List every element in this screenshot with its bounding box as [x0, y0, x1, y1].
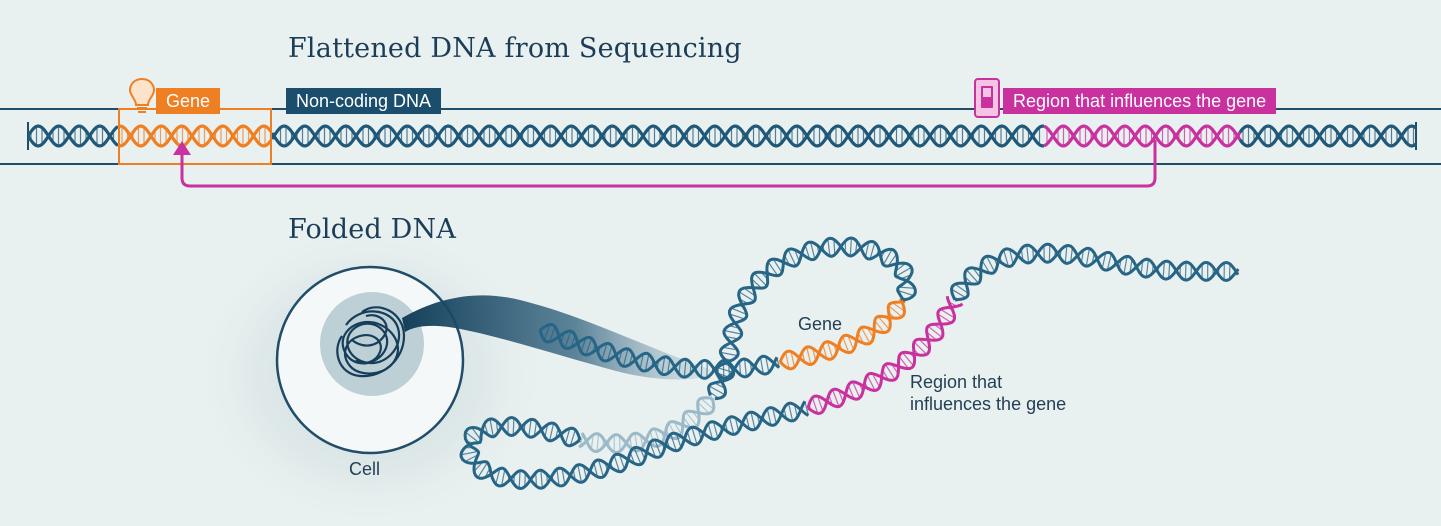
gene-tag: Gene: [156, 88, 221, 114]
switch-icon: [974, 78, 1000, 118]
folded-segment-right-end: [950, 242, 1240, 302]
tangled-dna-icon: [336, 306, 406, 378]
cell-label: Cell: [349, 459, 381, 479]
folded-region-label-line2: influences the gene: [910, 394, 1067, 414]
regulatory-region-tag: Region that influences the gene: [1003, 88, 1277, 114]
non-coding-dna-tag: Non-coding DNA: [286, 88, 442, 114]
folded-dna-title: Folded DNA: [288, 214, 457, 245]
folded-segment-lower-loop: [459, 400, 810, 491]
helix-segment-non-coding: [270, 124, 1045, 148]
helix-segment-region: [1043, 124, 1242, 148]
folded-region-label-line1: Region that: [910, 372, 1003, 392]
region-to-gene-arrow: [180, 140, 1157, 188]
folded-segment-upper-loop: [707, 236, 917, 401]
folded-segment-faded: [578, 396, 716, 455]
folded-segment-region: [806, 296, 964, 416]
flattened-dna-title: Flattened DNA from Sequencing: [288, 33, 742, 64]
helix-segment-left: [26, 124, 119, 148]
lightbulb-icon: [128, 77, 156, 113]
helix-segment-gene: [118, 124, 273, 148]
helix-segment-right: [1238, 124, 1417, 148]
folded-segment-gene: [778, 298, 907, 371]
folded-gene-label: Gene: [798, 314, 843, 334]
arrow-head: [173, 141, 191, 155]
folded-dna-helix: [459, 236, 1240, 491]
flattened-dna-helix: [26, 124, 1417, 148]
